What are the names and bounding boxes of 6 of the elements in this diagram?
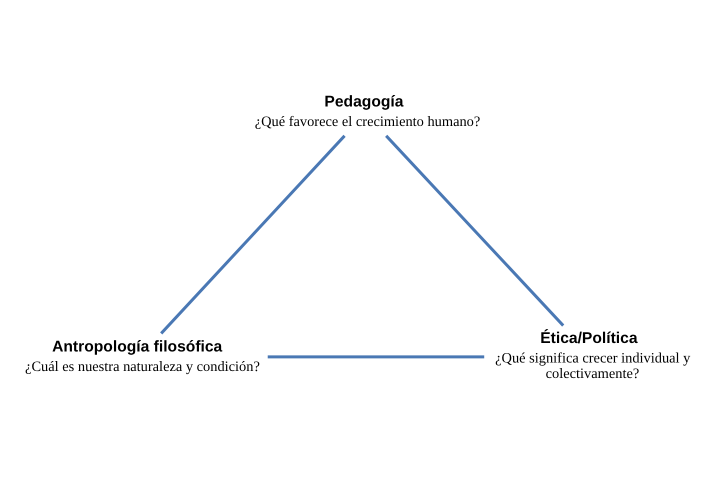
node-text: Ética/Política ¿Qué significa crecer individual y colectivamente? <box>495 330 690 382</box>
node-text: Antropología filosófica ¿Cuál es nuestra naturaleza y condición? <box>25 338 260 375</box>
connector <box>160 134 346 334</box>
connector <box>385 134 564 327</box>
node-text: Pedagogía ¿Qué favorece el crecimiento humano? <box>254 94 480 130</box>
connector <box>268 355 484 358</box>
